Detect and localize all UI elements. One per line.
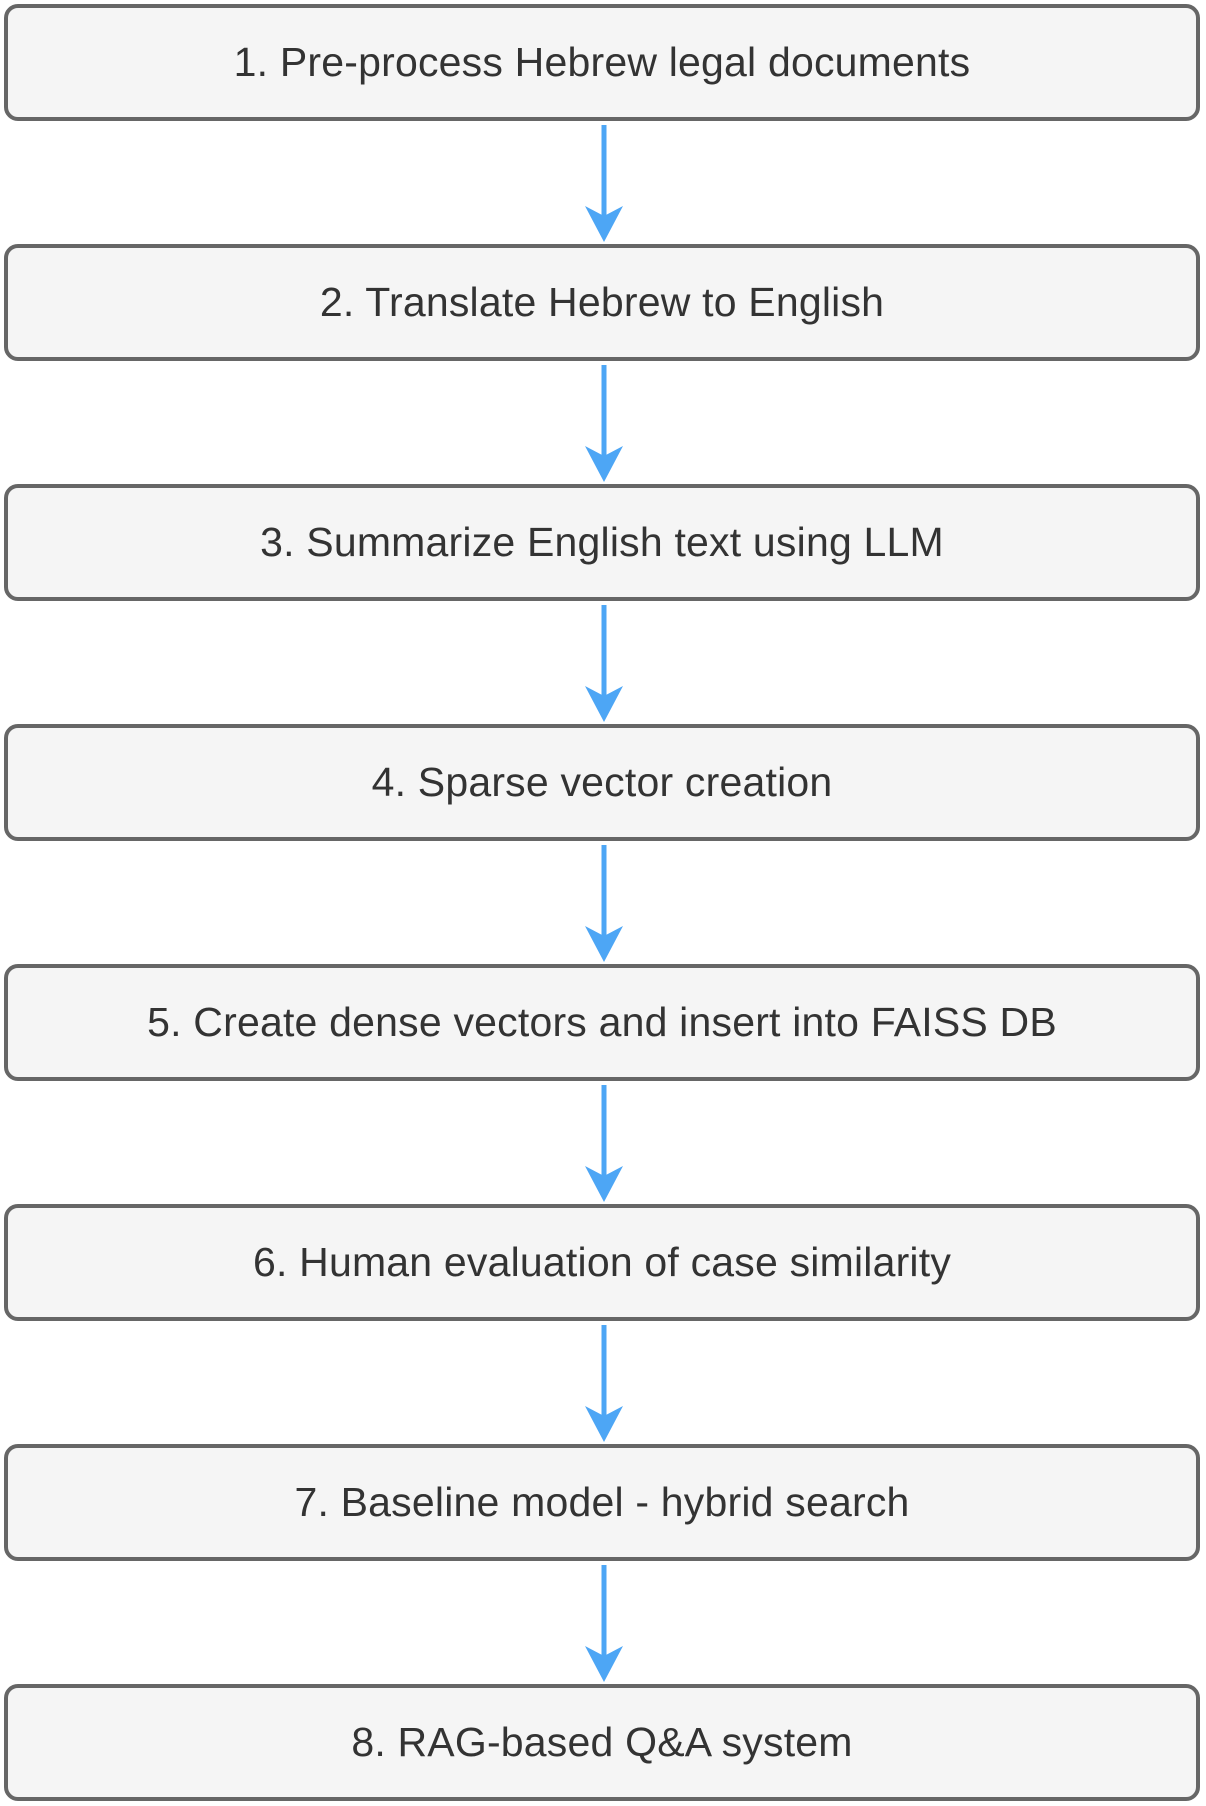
arrow-1-to-2 [585,125,623,242]
step-1-label: 1. Pre-process Hebrew legal documents [233,39,971,85]
step-7-box: 7. Baseline model - hybrid search [4,1444,1200,1561]
step-1-box: 1. Pre-process Hebrew legal documents [4,4,1200,121]
step-8-label: 8. RAG-based Q&A system [351,1719,853,1765]
arrow-3-to-4 [585,605,623,722]
step-7-label: 7. Baseline model - hybrid search [294,1479,910,1525]
step-6-label: 6. Human evaluation of case similarity [252,1239,952,1285]
step-4-box: 4. Sparse vector creation [4,724,1200,841]
arrow-4-to-5 [585,845,623,962]
step-5-label: 5. Create dense vectors and insert into … [147,999,1057,1045]
arrow-5-to-6 [585,1085,623,1202]
step-2-box: 2. Translate Hebrew to English [4,244,1200,361]
step-3-label: 3. Summarize English text using LLM [260,519,944,565]
arrow-2-to-3 [585,365,623,482]
arrow-6-to-7 [585,1325,623,1442]
step-6-box: 6. Human evaluation of case similarity [4,1204,1200,1321]
step-3-box: 3. Summarize English text using LLM [4,484,1200,601]
arrow-7-to-8 [585,1565,623,1682]
step-4-label: 4. Sparse vector creation [371,759,833,805]
step-2-label: 2. Translate Hebrew to English [319,279,885,325]
step-8-box: 8. RAG-based Q&A system [4,1684,1200,1801]
step-5-box: 5. Create dense vectors and insert into … [4,964,1200,1081]
